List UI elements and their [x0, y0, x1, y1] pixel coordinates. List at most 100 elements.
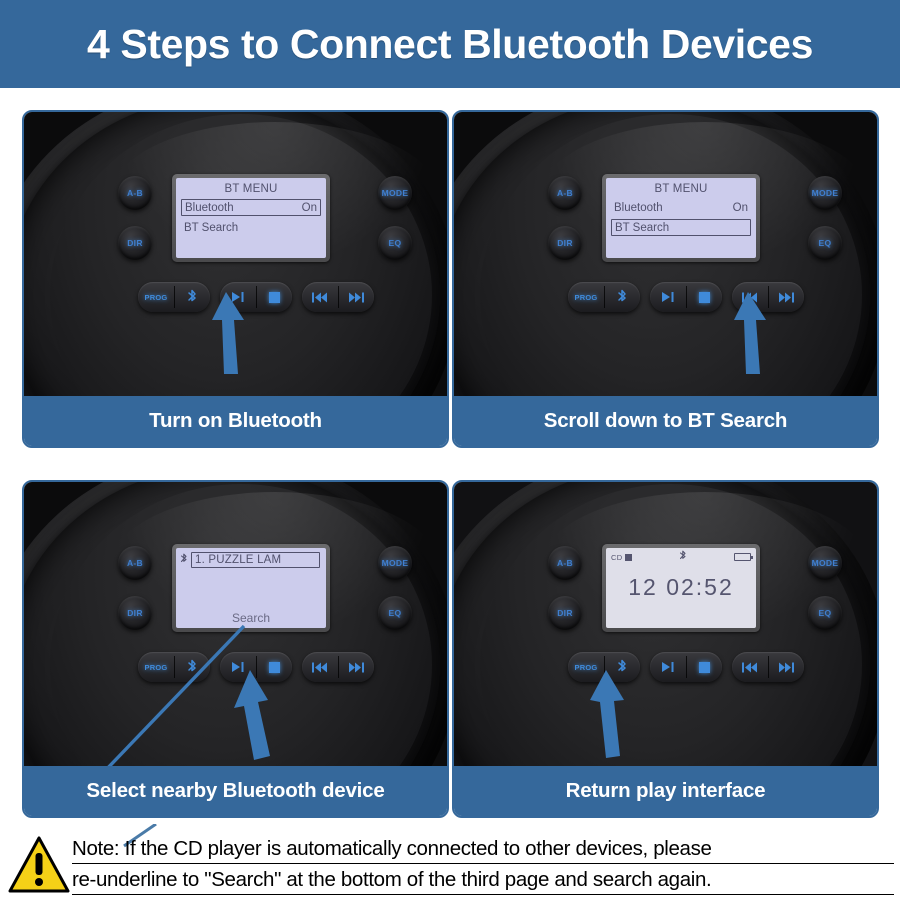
page-title: 4 Steps to Connect Bluetooth Devices — [86, 20, 813, 67]
transport-bar-2: PROG — [568, 282, 808, 312]
step-card-4: A-B DIR MODE EQ CD — [452, 480, 879, 818]
stop-icon — [698, 661, 710, 673]
cd-player-faceplate: A-B DIR MODE EQ BT MENU Bluetooth — [50, 114, 440, 396]
stop-button[interactable] — [686, 282, 722, 312]
bluetooth-button[interactable] — [174, 282, 210, 312]
lcd-menu-row-bluetooth[interactable]: Bluetooth On — [181, 199, 321, 216]
stop-icon — [698, 291, 710, 303]
control-face-2: A-B DIR MODE EQ BT MENU Bluetooth — [540, 152, 850, 392]
lcd-device-row: 1. PUZZLE LAM — [180, 552, 320, 568]
next-track-button[interactable] — [768, 282, 804, 312]
bluetooth-button[interactable] — [174, 652, 210, 682]
footer-note: Note: If the CD player is automatically … — [0, 828, 900, 900]
cd-player-faceplate: A-B DIR MODE EQ BT MENU Bluetooth — [480, 114, 870, 396]
prog-button[interactable]: PROG — [574, 662, 598, 672]
bluetooth-button[interactable] — [604, 652, 640, 682]
next-track-button[interactable] — [338, 282, 374, 312]
dir-button[interactable]: DIR — [118, 596, 152, 630]
a-b-button[interactable]: A-B — [548, 546, 582, 580]
a-b-button[interactable]: A-B — [118, 176, 152, 210]
step-caption-1: Turn on Bluetooth — [149, 409, 322, 432]
play-pause-button[interactable] — [650, 652, 686, 682]
note-line-1: Note: If the CD player is automatically … — [72, 834, 894, 865]
note-text-block: Note: If the CD player is automatically … — [70, 834, 894, 896]
step-caption-bar-4: Return play interface — [454, 766, 877, 816]
lcd-screen-3: 1. PUZZLE LAM Search — [176, 548, 326, 628]
mode-button[interactable]: MODE — [808, 176, 842, 210]
cd-player-body: A-B DIR MODE EQ — [24, 482, 447, 766]
disc-indicator-icon — [625, 553, 633, 561]
lcd-status-bar: CD — [611, 550, 753, 565]
device-photo-1: A-B DIR MODE EQ BT MENU Bluetooth — [24, 112, 447, 396]
device-photo-4: A-B DIR MODE EQ CD — [454, 482, 877, 766]
mode-button[interactable]: MODE — [808, 546, 842, 580]
lcd-menu-row-bluetooth[interactable]: Bluetooth On — [611, 199, 751, 216]
previous-track-button[interactable] — [732, 282, 768, 312]
step-card-2: A-B DIR MODE EQ BT MENU Bluetooth — [452, 110, 879, 448]
a-b-button[interactable]: A-B — [548, 176, 582, 210]
transport-group-prog: PROG — [138, 652, 210, 682]
prog-button[interactable]: PROG — [574, 292, 598, 302]
lcd-menu-row-bt-search[interactable]: BT Search — [181, 219, 321, 236]
lcd-search-label[interactable]: Search — [231, 611, 271, 625]
previous-track-button[interactable] — [302, 282, 338, 312]
cd-player-body: A-B DIR MODE EQ BT MENU Bluetooth — [454, 112, 877, 396]
warning-triangle-icon — [8, 836, 70, 894]
bluetooth-icon — [180, 553, 188, 568]
cd-player-ring: A-B DIR MODE EQ — [24, 482, 440, 766]
lcd-row-label: BT Search — [615, 221, 670, 234]
eq-button[interactable]: EQ — [808, 226, 842, 260]
stop-button[interactable] — [256, 652, 292, 682]
lcd-row-value: On — [732, 201, 748, 214]
play-pause-button[interactable] — [220, 282, 256, 312]
prog-button[interactable]: PROG — [144, 292, 168, 302]
play-pause-button[interactable] — [650, 282, 686, 312]
transport-group-skip — [732, 652, 804, 682]
lcd-bezel-3: 1. PUZZLE LAM Search — [172, 544, 330, 632]
eq-button[interactable]: EQ — [378, 596, 412, 630]
a-b-button[interactable]: A-B — [118, 546, 152, 580]
stop-icon — [268, 661, 280, 673]
stop-button[interactable] — [256, 282, 292, 312]
lcd-device-name[interactable]: 1. PUZZLE LAM — [191, 552, 320, 568]
mode-button[interactable]: MODE — [378, 546, 412, 580]
transport-group-playback — [220, 282, 292, 312]
cd-player-body: A-B DIR MODE EQ CD — [454, 482, 877, 766]
next-track-button[interactable] — [338, 652, 374, 682]
lcd-screen-2: BT MENU Bluetooth On BT Search — [606, 178, 756, 258]
lcd-screen-4: CD 12 — [606, 548, 756, 628]
cd-player-ring: A-B DIR MODE EQ CD — [454, 482, 870, 766]
mode-button[interactable]: MODE — [378, 176, 412, 210]
bluetooth-button[interactable] — [604, 282, 640, 312]
lcd-menu-title: BT MENU — [654, 183, 708, 195]
dir-button[interactable]: DIR — [548, 226, 582, 260]
stop-icon — [268, 291, 280, 303]
bluetooth-icon — [679, 550, 687, 565]
play-pause-button[interactable] — [220, 652, 256, 682]
transport-group-prog: PROG — [568, 652, 640, 682]
step-card-1: A-B DIR MODE EQ BT MENU Bluetooth — [22, 110, 449, 448]
stop-button[interactable] — [686, 652, 722, 682]
transport-group-skip — [732, 282, 804, 312]
device-photo-3: A-B DIR MODE EQ — [24, 482, 447, 766]
lcd-menu-row-bt-search[interactable]: BT Search — [611, 219, 751, 236]
prog-button[interactable]: PROG — [144, 662, 168, 672]
transport-bar-3: PROG — [138, 652, 378, 682]
step-caption-bar-3: Select nearby Bluetooth device — [24, 766, 447, 816]
control-face-4: A-B DIR MODE EQ CD — [540, 522, 850, 762]
eq-button[interactable]: EQ — [378, 226, 412, 260]
eq-button[interactable]: EQ — [808, 596, 842, 630]
lcd-screen-1: BT MENU Bluetooth On BT Search — [176, 178, 326, 258]
cd-player-faceplate: A-B DIR MODE EQ — [50, 484, 440, 766]
dir-button[interactable]: DIR — [118, 226, 152, 260]
transport-group-playback — [650, 652, 722, 682]
lcd-source-label: CD — [611, 552, 623, 562]
dir-button[interactable]: DIR — [548, 596, 582, 630]
previous-track-button[interactable] — [302, 652, 338, 682]
previous-track-button[interactable] — [732, 652, 768, 682]
lcd-row-label: Bluetooth — [614, 201, 663, 214]
next-track-button[interactable] — [768, 652, 804, 682]
step-caption-4: Return play interface — [565, 779, 766, 802]
lcd-bezel-1: BT MENU Bluetooth On BT Search — [172, 174, 330, 262]
step-caption-bar-2: Scroll down to BT Search — [454, 396, 877, 446]
